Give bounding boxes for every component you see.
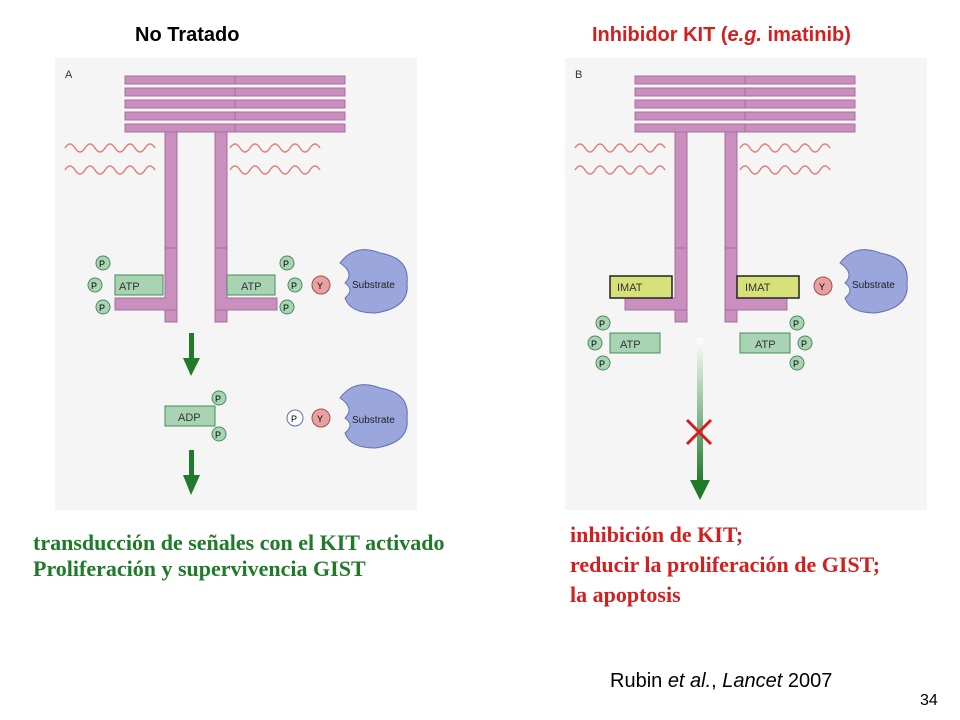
citation-etal: et al. [667,670,712,692]
receptor-kinase-left-b [624,247,688,311]
svg-text:Substrate: Substrate [352,280,395,291]
caption-inhibited-line-2: reducir la proliferación de GIST; [570,552,881,577]
svg-text:P: P [215,430,221,440]
atp-right: ATP P P P [226,255,303,315]
receptor-extracellular-domain-b [634,75,856,133]
panel-b: B IMAT IMAT Substrate Y ATP P [565,58,927,510]
panel-b-label: B [575,69,582,81]
page-number: 34 [920,692,938,709]
title-kit-inhibitor: Inhibidor KIT (e.g. imatinib) [592,24,851,47]
citation-year: 2007 [782,670,833,692]
panel-a-label: A [65,69,73,81]
citation-sep: , [711,670,723,692]
svg-text:ATP: ATP [755,339,776,351]
caption-untreated: transducción de señales con el KIT activ… [33,530,445,582]
svg-text:ADP: ADP [178,412,201,424]
adp: ADP P P [164,390,227,442]
signal-arrow-1 [183,333,200,376]
svg-text:ATP: ATP [119,281,140,293]
title-right-prefix: Inhibidor KIT ( [592,24,728,46]
panel-a: A ATP P P P ATP P P P [55,58,417,510]
svg-text:Y: Y [317,281,323,291]
title-untreated: No Tratado [135,24,240,46]
caption-inhibited: inhibición de KIT; reducir la proliferac… [570,520,880,610]
svg-text:P: P [91,281,97,291]
atp-free-left: ATP P P P [587,315,661,371]
substrate-phosphorylated: Substrate Y P [286,384,408,449]
caption-inhibited-line-1: inhibición de KIT; [570,522,744,547]
inhibition-x-icon [685,418,713,446]
imatinib-left: IMAT [609,275,673,299]
panel-b-diagram: B IMAT IMAT Substrate Y ATP P [574,69,908,500]
svg-text:P: P [291,414,297,424]
cell-membrane [64,143,321,175]
svg-text:P: P [591,339,597,349]
svg-text:P: P [215,394,221,404]
svg-text:P: P [801,339,807,349]
substrate-b: Substrate Y [813,249,908,314]
svg-text:P: P [793,319,799,329]
cell-membrane-b [574,143,831,175]
signal-arrow-2 [183,450,200,495]
panel-a-diagram: A ATP P P P ATP P P P [64,69,408,495]
receptor-kinase-left [114,247,178,311]
svg-text:ATP: ATP [620,339,641,351]
svg-text:P: P [599,359,605,369]
svg-text:P: P [291,281,297,291]
substrate-top: Substrate Y [311,249,408,314]
svg-text:P: P [793,359,799,369]
svg-text:P: P [283,259,289,269]
svg-text:IMAT: IMAT [617,282,643,294]
atp-left: ATP P P P [87,255,164,315]
svg-text:P: P [99,303,105,313]
svg-text:P: P [283,303,289,313]
svg-text:P: P [599,319,605,329]
citation-prefix: Rubin [610,670,668,692]
receptor-kinase-right [214,247,278,311]
citation: Rubin et al., Lancet 2007 [610,670,832,693]
caption-inhibited-line-3: la apoptosis [570,582,681,607]
receptor-extracellular-domain [124,75,346,133]
atp-free-right: ATP P P P [739,315,813,371]
svg-text:Y: Y [317,414,323,424]
svg-text:Y: Y [819,282,825,292]
title-right-suffix: imatinib) [761,24,851,46]
blocked-signal-arrow [690,338,710,500]
imatinib-right: IMAT [736,275,800,299]
svg-text:Substrate: Substrate [852,280,895,291]
svg-text:P: P [99,259,105,269]
title-right-italic: e.g. [727,24,762,46]
svg-text:ATP: ATP [241,281,262,293]
caption-untreated-line-1: transducción de señales con el KIT activ… [33,530,445,555]
caption-untreated-line-2: Proliferación y supervivencia GIST [33,556,366,581]
svg-text:Substrate: Substrate [352,415,395,426]
citation-journal: Lancet [722,670,783,692]
svg-text:IMAT: IMAT [745,282,771,294]
